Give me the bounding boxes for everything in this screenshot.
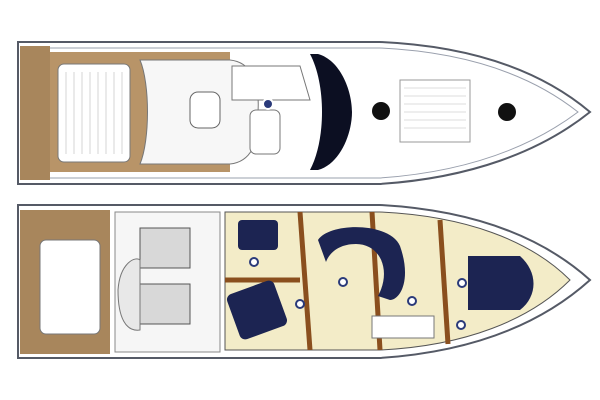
lower-deck-plan (17, 204, 592, 359)
helm-seat (249, 109, 281, 155)
foredeck-sunpad (399, 79, 471, 143)
sunpad-stripes (65, 72, 123, 154)
wood-bulkheads (225, 211, 451, 351)
forward-cabin-bed (468, 256, 534, 310)
engine-starboard (139, 283, 191, 325)
helm-console (231, 65, 311, 101)
sunpad (57, 63, 131, 163)
aft-cabin-bed-1 (238, 220, 278, 250)
swim-platform-teak (20, 46, 50, 180)
hatch-icon (498, 103, 516, 121)
foredeck-sunpad-stripes (404, 87, 466, 129)
helm-wheel-icon (262, 98, 274, 110)
upper-deck-plan (17, 41, 592, 185)
windscreen (310, 54, 352, 170)
upper-gunwale (23, 47, 579, 179)
galley (371, 315, 435, 339)
aft-sunpad (39, 239, 101, 335)
saloon-sofa (318, 227, 406, 300)
tender-garage (117, 258, 141, 331)
cockpit-table (189, 91, 221, 129)
engine-port (139, 227, 191, 269)
light-fixture-icons (249, 257, 467, 330)
aft-cabin-bed-2 (226, 280, 288, 340)
hatch-icon (372, 102, 390, 120)
